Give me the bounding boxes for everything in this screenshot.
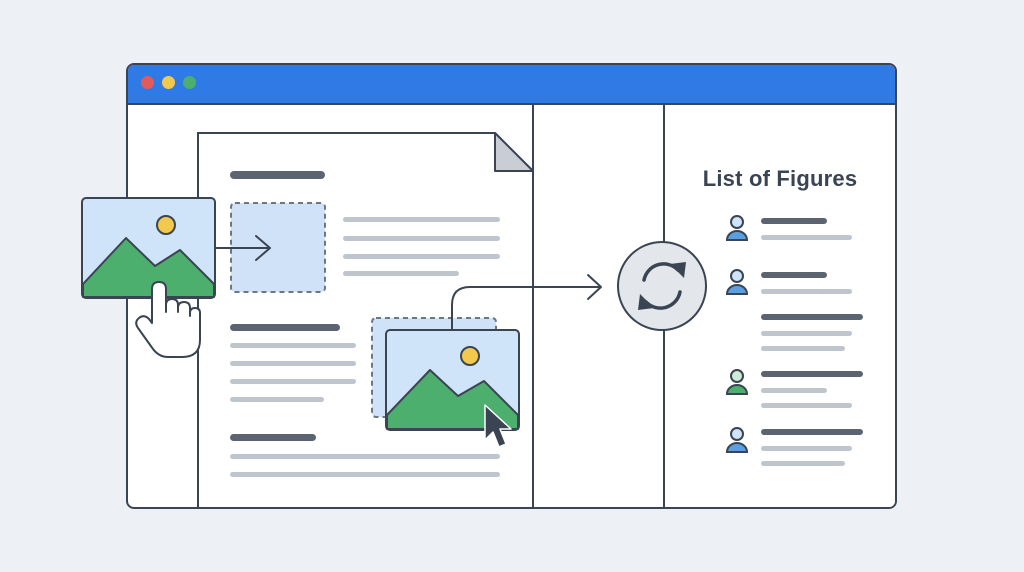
mountain-image-icon[interactable]: [385, 329, 520, 431]
figure-title-line: [761, 371, 863, 377]
figure-title-line: [761, 429, 863, 435]
figure-title-line: [761, 314, 863, 320]
figure-caption-line: [761, 235, 852, 240]
hand-pointer-icon: [135, 281, 201, 358]
figure-list-item[interactable]: [724, 425, 864, 469]
heading-line: [230, 434, 316, 441]
figure-list-item[interactable]: [724, 267, 864, 303]
sidebar-title: List of Figures: [702, 166, 858, 191]
figure-caption-line: [761, 331, 852, 336]
figure-list-item[interactable]: [724, 367, 864, 411]
person-icon: [725, 215, 749, 241]
figure-title-line: [761, 272, 827, 278]
mountain-image-icon[interactable]: [81, 197, 216, 299]
text-line: [343, 217, 500, 222]
text-line: [230, 361, 356, 366]
text-line: [343, 271, 459, 276]
arrow-cursor-icon: [484, 404, 512, 448]
person-icon: [725, 427, 749, 453]
minimize-window-button[interactable]: [162, 76, 175, 89]
refresh-button[interactable]: [617, 241, 707, 331]
heading-line: [230, 171, 325, 179]
close-window-button[interactable]: [141, 76, 154, 89]
figure-caption-line: [761, 289, 852, 294]
figure-list-item[interactable]: [724, 313, 864, 353]
figure-caption-line: [761, 388, 827, 393]
text-line: [343, 236, 500, 241]
heading-line: [230, 324, 340, 331]
text-line: [230, 454, 500, 459]
figure-caption-line: [761, 461, 845, 466]
person-icon: [725, 269, 749, 295]
maximize-window-button[interactable]: [183, 76, 196, 89]
insert-arrow-icon: [215, 235, 271, 261]
text-line: [230, 343, 356, 348]
figure-title-line: [761, 218, 827, 224]
title-bar: [128, 65, 895, 105]
text-line: [343, 254, 500, 259]
figure-list-item[interactable]: [724, 213, 864, 249]
text-line: [230, 397, 324, 402]
image-drop-placeholder: [230, 202, 326, 293]
figure-caption-line: [761, 446, 852, 451]
person-icon: [725, 369, 749, 395]
document-text: [230, 171, 500, 477]
figure-caption-line: [761, 346, 845, 351]
sync-connector-arrow: [451, 274, 602, 331]
text-line: [230, 472, 500, 477]
figure-caption-line: [761, 403, 852, 408]
text-line: [230, 379, 356, 384]
